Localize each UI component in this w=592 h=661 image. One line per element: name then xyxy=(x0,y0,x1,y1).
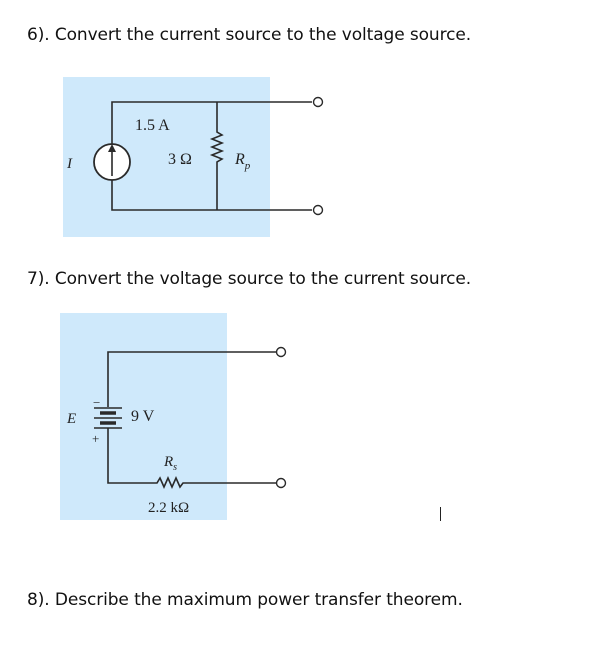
resistor-value-label: 3 Ω xyxy=(168,151,192,168)
question-8: 8). Describe the maximum power transfer … xyxy=(27,590,463,610)
top-wire-2 xyxy=(107,351,276,407)
circuit-current-source: I 1.5 A 3 Ω Rp xyxy=(63,77,324,237)
current-arrow-head xyxy=(108,144,116,152)
terminal-top[interactable] xyxy=(312,96,324,108)
figure-2-background xyxy=(60,313,227,520)
bottom-wire xyxy=(111,180,312,211)
resistor-rs-wire xyxy=(107,428,276,489)
battery-plus-label: + xyxy=(92,431,99,446)
battery-symbol xyxy=(94,407,122,429)
source-symbol-label: I xyxy=(66,156,73,172)
resistor-rs-value-label: 2.2 kΩ xyxy=(148,500,189,516)
question-6: 6). Convert the current source to the vo… xyxy=(27,25,472,45)
question-7: 7). Convert the voltage source to the cu… xyxy=(27,269,472,289)
terminal-bottom[interactable] xyxy=(312,204,324,216)
voltage-value-label: 9 V xyxy=(131,408,155,425)
resistor-rp xyxy=(209,102,225,210)
text-cursor xyxy=(440,507,441,521)
top-wire xyxy=(111,101,312,144)
source-value-label: 1.5 A xyxy=(135,117,170,134)
resistor-name-label: Rp xyxy=(234,151,251,172)
terminal-bottom-2[interactable] xyxy=(275,477,287,489)
resistor-rs-label: Rs xyxy=(163,454,177,473)
battery-minus-label: − xyxy=(93,395,100,410)
terminal-top-2[interactable] xyxy=(275,346,287,358)
circuit-voltage-source: E − + 9 V Rs 2.2 kΩ xyxy=(60,313,287,520)
source-e-label: E xyxy=(66,411,76,427)
